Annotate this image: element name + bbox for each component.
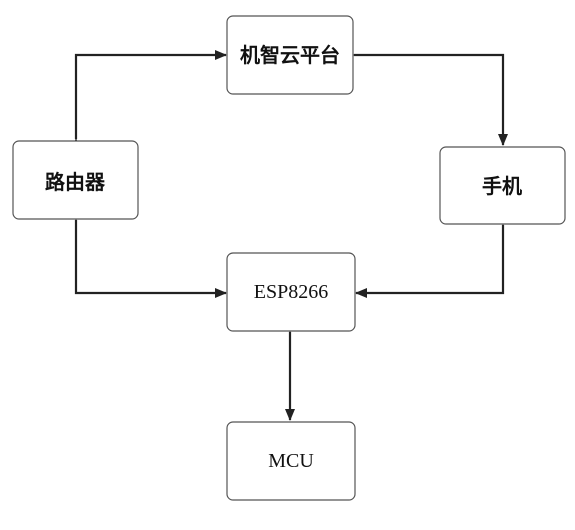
router-box [12,140,139,220]
cloud-platform-box [226,15,354,95]
node-mcu: MCU [226,421,356,501]
phone-box [439,146,566,225]
connectors [71,50,508,421]
edge-router-esp8266 [71,209,227,298]
node-router: 路由器 [12,140,139,220]
router-label: 路由器 [45,170,106,194]
mcu-box [226,421,356,501]
esp8266-label: ESP8266 [254,281,328,303]
edge-router-cloud [71,50,227,150]
edge-cloud-phone [343,50,508,146]
edge-phone-esp8266 [355,214,508,298]
node-esp8266: ESP8266 [226,252,356,332]
node-cloud-platform: 机智云平台 [226,15,354,95]
node-phone: 手机 [439,146,566,225]
phone-label: 手机 [482,174,522,198]
cloud-platform-label: 机智云平台 [240,43,340,67]
esp8266-box [226,252,356,332]
mcu-label: MCU [268,450,314,472]
